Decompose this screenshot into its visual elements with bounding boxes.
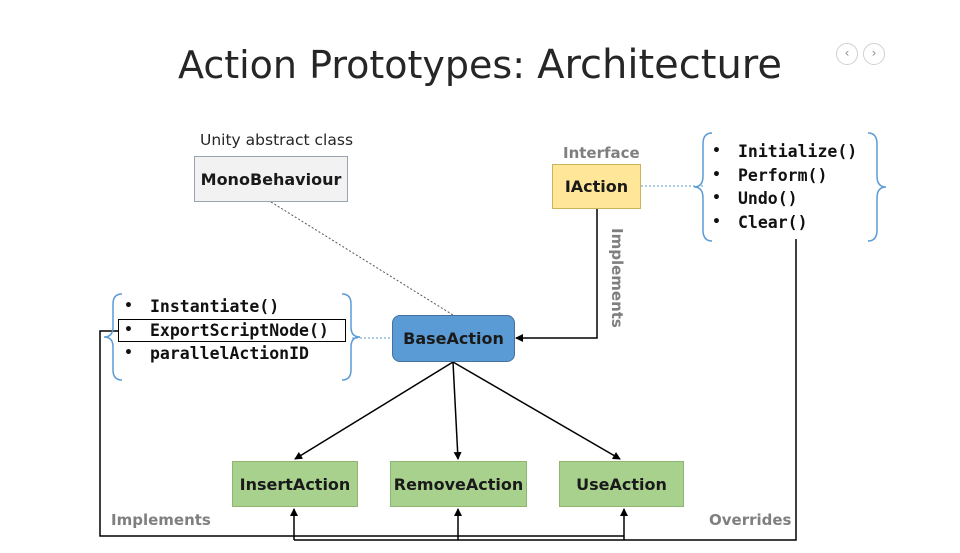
base-to-remove-arrow bbox=[452, 361, 462, 460]
removeaction-label: RemoveAction bbox=[393, 474, 524, 494]
overrides-connector bbox=[294, 239, 797, 541]
method-undo: Undo() bbox=[738, 189, 798, 209]
title-part1: Action Prototypes: bbox=[178, 43, 538, 87]
baseaction-box: BaseAction bbox=[392, 315, 515, 362]
list-item: •Undo() bbox=[712, 189, 798, 209]
list-item: •Initialize() bbox=[712, 142, 858, 161]
base-to-insert-arrow bbox=[294, 361, 454, 460]
base-to-use-arrow bbox=[452, 361, 621, 460]
title-part2: Architecture bbox=[537, 42, 782, 88]
list-item: •Instantiate() bbox=[124, 297, 280, 316]
useaction-label: UseAction bbox=[576, 474, 667, 494]
iaction-implements-connector bbox=[515, 209, 598, 342]
iaction-box: IAction bbox=[552, 164, 641, 209]
member-instantiate: Instantiate() bbox=[150, 297, 280, 316]
next-slide-button[interactable]: › bbox=[863, 43, 885, 65]
base-members-list: •Instantiate() •ExportScriptNode() •para… bbox=[118, 295, 346, 366]
insertaction-label: InsertAction bbox=[239, 474, 351, 494]
list-item: •parallelActionID bbox=[124, 344, 309, 364]
baseaction-label: BaseAction bbox=[403, 329, 504, 348]
list-item: •Clear() bbox=[712, 212, 808, 232]
useaction-box: UseAction bbox=[559, 461, 684, 507]
unity-abstract-label: Unity abstract class bbox=[200, 131, 354, 149]
implements-bottom-label: Implements bbox=[111, 511, 211, 529]
implements-bottom-connector bbox=[99, 330, 624, 537]
methods-right-brace bbox=[867, 132, 887, 242]
chevron-right-icon: › bbox=[871, 46, 877, 60]
list-item: •Perform() bbox=[712, 165, 828, 185]
methods-left-brace bbox=[693, 132, 713, 242]
list-item: •ExportScriptNode() bbox=[118, 318, 346, 343]
overrides-label: Overrides bbox=[709, 511, 792, 529]
insertaction-box: InsertAction bbox=[232, 461, 358, 507]
iaction-label: IAction bbox=[564, 177, 629, 196]
prev-slide-button[interactable]: ‹ bbox=[836, 43, 858, 65]
method-clear: Clear() bbox=[738, 212, 808, 232]
method-perform: Perform() bbox=[738, 165, 828, 185]
interface-methods-list: •Initialize() •Perform() •Undo() •Clear(… bbox=[706, 140, 857, 234]
members-left-brace bbox=[103, 293, 123, 381]
monobehaviour-label: MonoBehaviour bbox=[200, 169, 342, 189]
monobehaviour-box: MonoBehaviour bbox=[194, 156, 348, 202]
chevron-left-icon: ‹ bbox=[844, 46, 850, 60]
members-right-brace bbox=[341, 293, 361, 381]
member-parallelactionid: parallelActionID bbox=[150, 344, 309, 364]
interface-label: Interface bbox=[563, 144, 640, 162]
method-initialize: Initialize() bbox=[738, 142, 858, 161]
removeaction-box: RemoveAction bbox=[390, 461, 527, 507]
implements-vertical-label: Implements bbox=[608, 228, 626, 328]
member-exportscriptnode: ExportScriptNode() bbox=[150, 320, 329, 340]
slide-title: Action Prototypes: Architecture bbox=[0, 42, 960, 88]
